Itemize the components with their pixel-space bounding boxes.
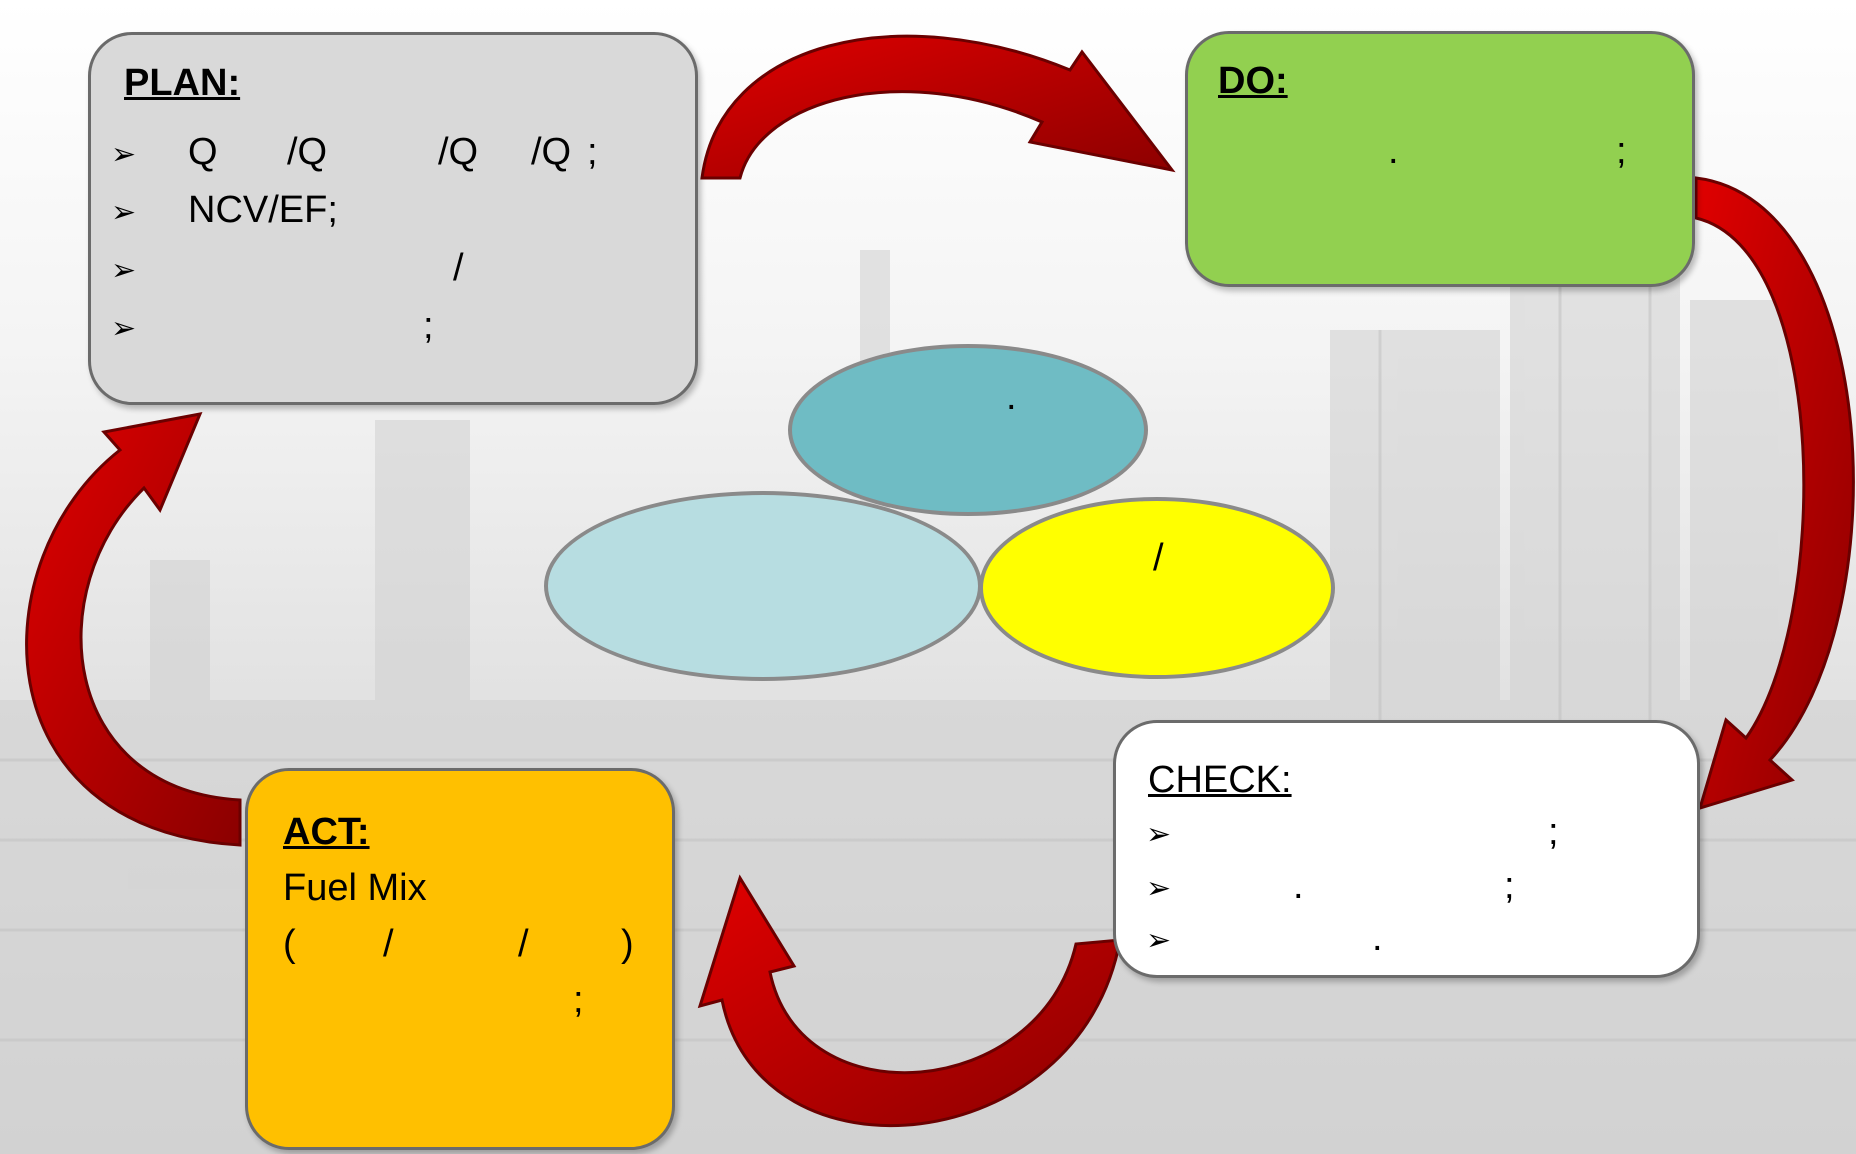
arrow-do-to-check — [1694, 176, 1855, 811]
arrow-plan-to-do — [700, 34, 1176, 180]
check-bullet-1-part-1: ; — [1548, 811, 1559, 853]
plan-bullet-3-part-1: / — [453, 247, 464, 289]
bullet-arrow-icon: ➢ — [111, 138, 137, 171]
plan-bullet-1-part-1: Q — [188, 131, 218, 173]
act-line-2-part-4: ) — [621, 923, 634, 965]
bullet-arrow-icon: ➢ — [1146, 818, 1172, 851]
plan-bullet-1-part-5: ; — [587, 131, 598, 173]
ellipse-right-text: / — [1153, 537, 1164, 579]
check-box: CHECK: ➢ ; ➢ . ; ➢ . — [1113, 720, 1700, 978]
bullet-arrow-icon: ➢ — [111, 254, 137, 287]
plan-bullet-2: NCV/EF; — [188, 189, 338, 231]
check-bullet-2-part-1: . — [1293, 865, 1304, 907]
arrow-act-to-plan — [25, 412, 242, 847]
plan-bullet-4-part-1: ; — [423, 305, 434, 347]
ellipse-right: / — [979, 497, 1335, 679]
plan-bullet-1-part-4: /Q — [531, 131, 572, 173]
do-box: DO: . ; — [1185, 31, 1695, 287]
arrow-check-to-act — [697, 874, 1122, 1127]
act-title: ACT: — [283, 811, 370, 853]
act-line-3-part-1: ; — [573, 979, 584, 1021]
act-box: ACT: Fuel Mix ( / / ) ; — [245, 768, 675, 1150]
bullet-arrow-icon: ➢ — [1146, 924, 1172, 957]
ellipse-left — [544, 491, 982, 681]
bullet-arrow-icon: ➢ — [111, 196, 137, 229]
act-line-1: Fuel Mix — [283, 867, 427, 909]
plan-bullet-1-part-2: /Q — [287, 131, 328, 173]
plan-title: PLAN: — [124, 62, 241, 104]
do-title: DO: — [1218, 60, 1288, 102]
plan-box: PLAN: ➢ Q /Q /Q /Q ; ➢ NCV/EF; ➢ / ➢ ; — [88, 32, 698, 405]
do-part-1: . — [1388, 130, 1399, 172]
do-part-2: ; — [1616, 130, 1627, 172]
check-title: CHECK: — [1148, 759, 1292, 801]
act-line-2-part-2: / — [383, 923, 394, 965]
plan-bullet-1-part-3: /Q — [438, 131, 479, 173]
act-line-2-part-3: / — [518, 923, 529, 965]
act-line-2-part-1: ( — [283, 923, 296, 965]
ellipse-top: . — [788, 344, 1148, 516]
bullet-arrow-icon: ➢ — [1146, 872, 1172, 905]
check-bullet-2-part-2: ; — [1504, 865, 1515, 907]
bullet-arrow-icon: ➢ — [111, 312, 137, 345]
ellipse-top-text: . — [1006, 376, 1017, 418]
check-bullet-3-part-1: . — [1372, 917, 1383, 959]
